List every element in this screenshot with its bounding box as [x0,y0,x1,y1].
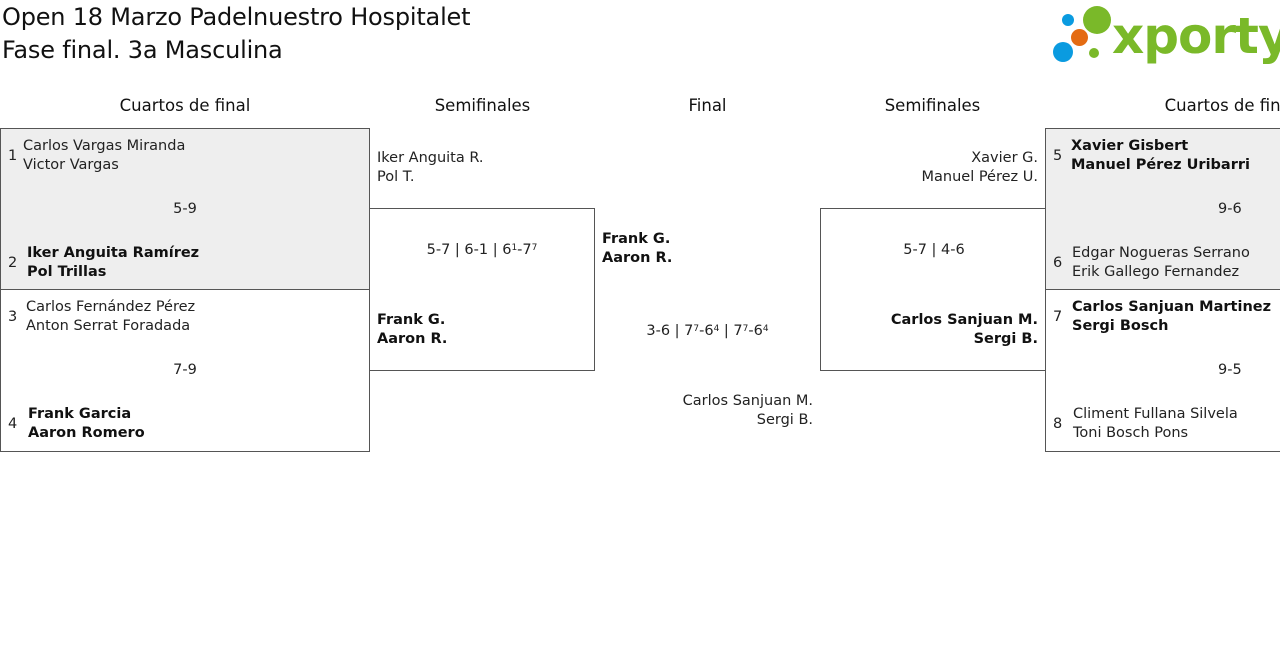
seed-number: 3 [8,309,18,325]
player-name: Sergi B. [756,412,813,428]
player-name: Victor Vargas [23,157,119,173]
final-score: 3-6 | 77-64 | 77-64 [646,323,769,339]
winner-player-name: Carlos Sanjuan M. [890,312,1038,328]
left-qf-match-1: 1 Carlos Vargas Miranda Victor Vargas 5-… [0,128,370,290]
page-title: Open 18 Marzo Padelnuestro Hospitalet [2,3,471,31]
winner-player-name: Iker Anguita Ramírez [27,245,200,261]
seed-number: 2 [8,255,18,271]
winner-player-name: Aaron Romero [28,425,145,441]
page-subtitle: Fase final. 3a Masculina [2,36,283,64]
player-name: Manuel Pérez U. [921,169,1039,185]
winner-player-name: Carlos Sanjuan Martinez [1072,299,1272,315]
champion-player-name: Aaron R. [602,250,673,266]
player-name: Carlos Sanjuan M. [682,393,813,409]
xporty-logo: xporty [1050,4,1280,68]
player-name: Xavier G. [971,150,1038,166]
right-sf-bracket: 5-7 | 4-6 [820,208,1046,371]
winner-player-name: Frank G. [377,312,446,328]
logo-dot-green-small [1089,48,1099,58]
winner-player-name: Pol Trillas [27,264,107,280]
round-header-right-qf: Cuartos de final [1164,96,1280,115]
winner-player-name: Aaron R. [377,331,448,347]
logo-dot-blue-small [1062,14,1074,26]
seed-number: 7 [1053,309,1063,325]
winner-player-name: Manuel Pérez Uribarri [1071,157,1250,173]
player-name: Pol T. [377,169,415,185]
seed-number: 1 [8,148,18,164]
player-name: Edgar Nogueras Serrano [1072,245,1250,261]
match-score: 5-7 | 4-6 [903,242,965,258]
player-name: Carlos Fernández Pérez [26,299,196,315]
round-header-left-qf: Cuartos de final [119,96,251,115]
match-score: 9-6 [1218,201,1242,217]
match-score: 5-7 | 6-1 | 61-77 [426,242,538,258]
seed-number: 6 [1053,255,1063,271]
player-name: Climent Fullana Silvela [1073,406,1238,422]
player-name: Erik Gallego Fernandez [1072,264,1240,280]
seed-number: 5 [1053,148,1063,164]
logo-text: xporty [1112,7,1280,65]
player-name: Anton Serrat Foradada [26,318,191,334]
left-qf-match-2: 3 Carlos Fernández Pérez Anton Serrat Fo… [0,289,370,452]
round-header-right-sf: Semifinales [884,96,981,115]
winner-player-name: Xavier Gisbert [1071,138,1189,154]
winner-player-name: Sergi Bosch [1072,318,1169,334]
winner-player-name: Sergi B. [973,331,1038,347]
logo-dot-green-large [1083,6,1111,34]
right-qf-match-1: 5 Xavier Gisbert Manuel Pérez Uribarri 9… [1045,128,1280,290]
winner-player-name: Frank Garcia [28,406,132,422]
seed-number: 4 [8,416,18,432]
player-name: Iker Anguita R. [377,150,484,166]
champion-player-name: Frank G. [602,231,671,247]
player-name: Toni Bosch Pons [1073,425,1189,441]
round-header-left-sf: Semifinales [434,96,531,115]
match-score: 7-9 [173,362,197,378]
match-score: 9-5 [1218,362,1242,378]
seed-number: 8 [1053,416,1063,432]
left-sf-bracket: 5-7 | 6-1 | 61-77 [369,208,595,371]
logo-dot-orange [1071,29,1088,46]
player-name: Carlos Vargas Miranda [23,138,186,154]
right-qf-match-2: 7 Carlos Sanjuan Martinez Sergi Bosch 9-… [1045,289,1280,452]
logo-dot-blue-large [1053,42,1073,62]
match-score: 5-9 [173,201,197,217]
round-header-final: Final [688,96,727,115]
